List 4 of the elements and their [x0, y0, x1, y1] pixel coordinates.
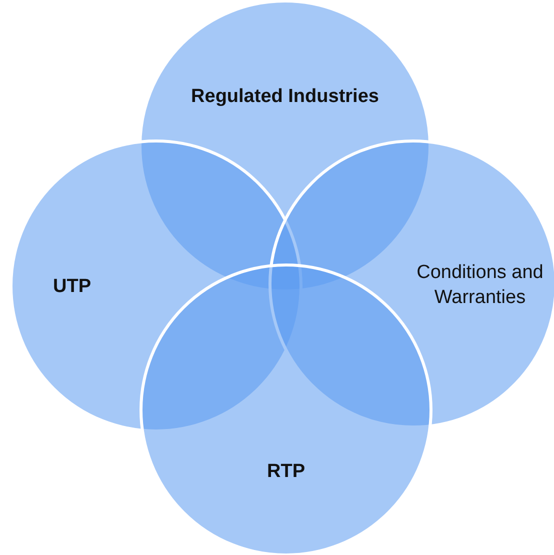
- circle-label: UTP: [52, 274, 92, 299]
- circle-label: RTP: [266, 460, 306, 484]
- circle-label: Conditions and Warranties: [416, 261, 544, 310]
- circle-label: Regulated Industries: [190, 84, 380, 109]
